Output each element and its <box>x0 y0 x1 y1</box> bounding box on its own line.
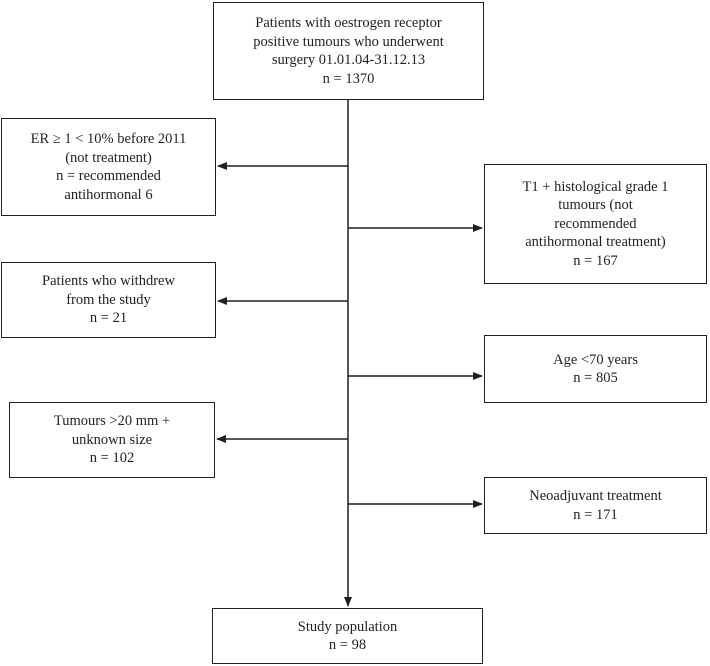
box-line: n = recommended <box>56 168 161 184</box>
box-count: n = 98 <box>328 637 367 653</box>
box-line: antihormonal 6 <box>64 186 153 203</box>
box-line: Patients with oestrogen receptor <box>255 15 442 31</box>
exclusion-box-tumour-size: Tumours >20 mm + unknown size n = 102 <box>9 402 215 478</box>
box-line: (not treatment) <box>65 149 152 166</box>
box-line: tumours (not <box>558 197 633 214</box>
exclusion-box-age: Age <70 years n = 805 <box>484 335 707 403</box>
start-box-all-patients: Patients with oestrogen receptor positiv… <box>213 2 484 100</box>
box-line: positive tumours who underwent <box>253 33 444 50</box>
end-box-study-population: Study population n = 98 <box>212 608 483 664</box>
box-line: antihormonal treatment) <box>525 234 666 251</box>
box-line: surgery 01.01.04-31.12.13 <box>271 52 426 68</box>
box-count: n = 805 <box>573 370 618 386</box>
box-line: Study population <box>297 618 398 635</box>
box-line: unknown size <box>71 431 153 448</box>
exclusion-box-neoadjuvant: Neoadjuvant treatment n = 171 <box>484 477 707 534</box>
exclusion-box-t1-grade1: T1 + histological grade 1 tumours (not r… <box>484 164 707 284</box>
box-line: Patients who withdrew <box>42 273 175 290</box>
box-count: n = 21 <box>89 310 128 327</box>
box-line: Neoadjuvant treatment <box>529 488 662 504</box>
box-line: Age <70 years <box>553 351 638 368</box>
box-line: ER ≥ 1 < 10% before 2011 <box>30 131 187 147</box>
exclusion-box-withdrew: Patients who withdrew from the study n =… <box>1 262 216 338</box>
exclusion-box-er-low: ER ≥ 1 < 10% before 2011 (not treatment)… <box>1 118 216 216</box>
box-line: Tumours >20 mm + <box>53 413 171 430</box>
box-line: T1 + histological grade 1 <box>522 178 669 195</box>
box-line: from the study <box>66 291 151 308</box>
box-count: n = 171 <box>573 506 618 523</box>
box-line: recommended <box>554 215 637 232</box>
box-count: n = 1370 <box>322 70 375 87</box>
box-count: n = 167 <box>573 252 618 269</box>
box-count: n = 102 <box>89 450 135 467</box>
